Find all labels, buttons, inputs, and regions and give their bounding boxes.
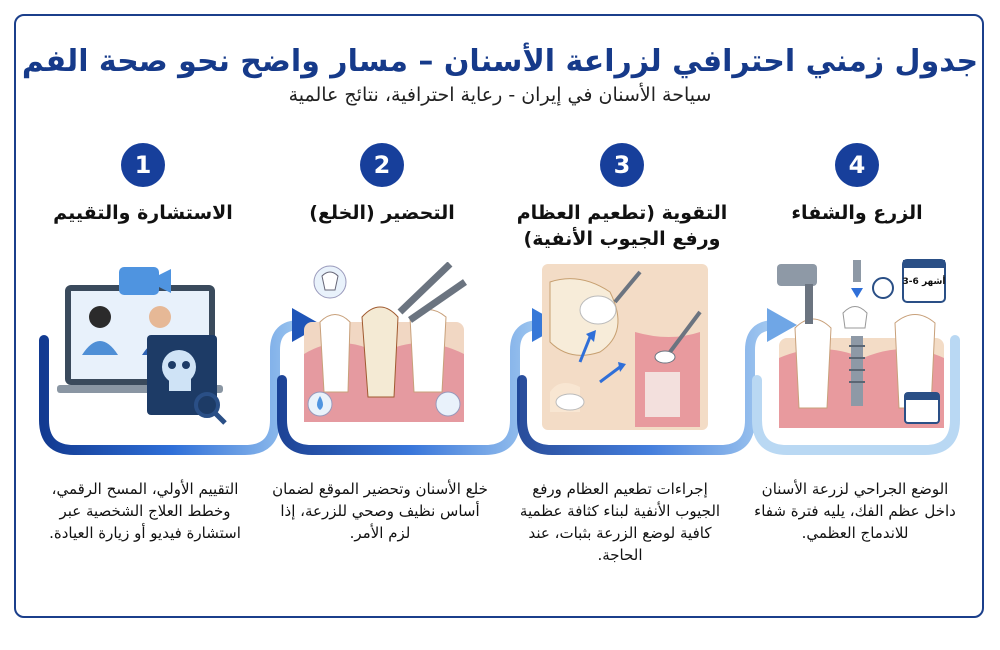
implant-healing-icon: 3-6 أشهر bbox=[775, 258, 950, 433]
page-title: جدول زمني احترافي لزراعة الأسنان – مسار … bbox=[0, 44, 1000, 79]
step-1-title: الاستشارة والتقييم bbox=[33, 200, 253, 226]
step-3-title: التقوية (تطعيم العظام ورفع الجيوب الأنفي… bbox=[512, 200, 732, 252]
bone-graft-sinus-lift-icon bbox=[540, 262, 710, 432]
step-2-title: التحضير (الخلع) bbox=[272, 200, 492, 226]
step-2-description: خلع الأسنان وتحضير الموقع لضمان أساس نظي… bbox=[270, 478, 490, 544]
calendar-duration-label: 3-6 أشهر bbox=[903, 275, 946, 287]
step-3-description: إجراءات تطعيم العظام ورفع الجيوب الأنفية… bbox=[510, 478, 730, 566]
step-4-description: الوضع الجراحي لزرعة الأسنان داخل عظم الف… bbox=[745, 478, 965, 544]
step-1-description: التقييم الأولي، المسح الرقمي، وخطط العلا… bbox=[35, 478, 255, 544]
tooth-extraction-icon bbox=[300, 262, 470, 432]
page-subtitle: سياحة الأسنان في إيران - رعاية احترافية،… bbox=[0, 84, 1000, 106]
step-2-number: 2 bbox=[360, 143, 404, 187]
step-1-number: 1 bbox=[121, 143, 165, 187]
video-consultation-icon bbox=[55, 265, 235, 435]
step-3-number: 3 bbox=[600, 143, 644, 187]
step-4-title: الزرع والشفاء bbox=[747, 200, 967, 226]
step-4-number: 4 bbox=[835, 143, 879, 187]
